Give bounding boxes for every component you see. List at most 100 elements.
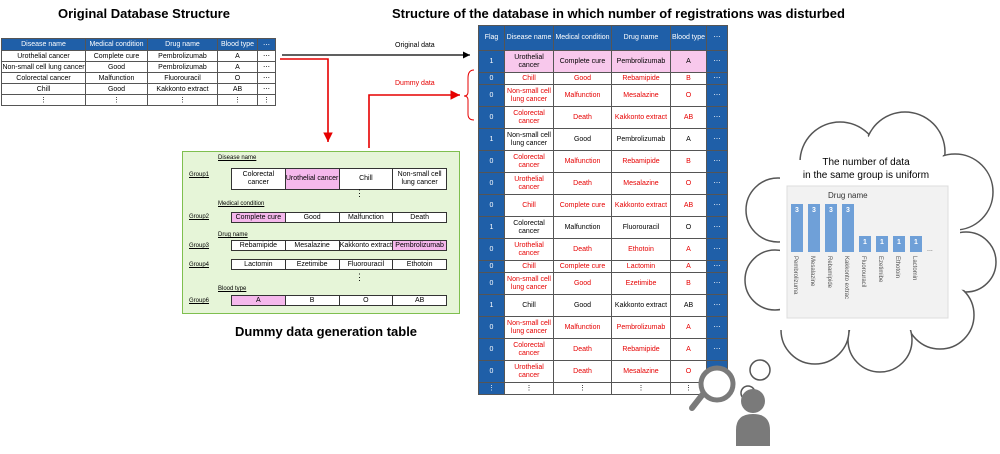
group-cell: Ezetimibe: [284, 259, 340, 270]
chart-ellipsis: ...: [927, 246, 933, 253]
x-tick-label: Kakkonto extrac: [843, 256, 849, 299]
table-cell: ⋯: [706, 84, 728, 107]
table-cell: ⋯: [257, 50, 276, 62]
table-cell: Complete cure: [553, 50, 612, 73]
table-row: ⋮⋮⋮⋮⋮: [1, 94, 276, 106]
table-cell: 1: [478, 128, 505, 151]
header-cell: Disease name: [1, 38, 86, 51]
table-cell: ⋮: [85, 94, 148, 106]
section-disease-label: Disease name: [218, 155, 257, 161]
original-title: Original Database Structure: [58, 6, 230, 21]
x-tick-label: Mesalazine: [809, 256, 815, 287]
vdots: ⋮: [355, 272, 364, 282]
group-cell: Kakkonto extract: [338, 240, 394, 251]
vdots: ⋮: [355, 188, 364, 198]
bar-data-label: 3: [829, 207, 833, 214]
table-cell: Pembrolizumab: [611, 50, 671, 73]
group-cell: Ethotoin: [392, 259, 447, 270]
chart-bar: [842, 204, 854, 252]
x-tick-label: Rebamipide: [826, 256, 832, 289]
group-cell: Lactomin: [231, 259, 286, 270]
group-cell: Fluorouracil: [338, 259, 394, 270]
bar-data-label: 1: [863, 239, 867, 246]
group-cell: Non-small cell lung cancer: [392, 168, 447, 190]
header-cell: Medical condition: [553, 25, 612, 51]
chart-title: Drug name: [828, 191, 868, 200]
table-cell: 0: [478, 338, 505, 361]
x-tick-label: Ezetimibe: [877, 256, 883, 283]
table-cell: 1: [478, 50, 505, 73]
x-tick-label: Lactomin: [911, 256, 917, 280]
header-cell: Drug name: [611, 25, 671, 51]
table-cell: 0: [478, 84, 505, 107]
header-cell: Drug name: [147, 38, 218, 51]
table-cell: ⋮: [478, 382, 505, 395]
table-cell: ⋮: [217, 94, 258, 106]
group-cell: Chill: [338, 168, 394, 190]
chart-bar: [791, 204, 803, 252]
group-cell: Malfunction: [338, 212, 394, 223]
group-label: Group4: [189, 262, 210, 268]
section-blood-label: Blood type: [218, 286, 247, 292]
group-cell: Urothelial cancer: [284, 168, 340, 190]
bar-data-label: 3: [795, 207, 799, 214]
table-cell: 0: [478, 316, 505, 339]
table-cell: ⋯: [706, 50, 728, 73]
header-cell: ⋯: [257, 38, 276, 51]
table-cell: ⋮: [257, 94, 276, 106]
group-cell: AB: [392, 295, 447, 306]
bar-data-label: 1: [914, 239, 918, 246]
dummy-data-label: Dummy data: [395, 80, 435, 87]
table-cell: Non-small cell lung cancer: [504, 84, 554, 107]
section-drug-label: Drug name: [218, 232, 248, 238]
bubble-line2: in the same group is uniform: [802, 170, 930, 181]
disturbed-title: Structure of the database in which numbe…: [392, 6, 845, 21]
group-cell: Death: [392, 212, 447, 223]
bar-data-label: 1: [897, 239, 901, 246]
x-tick-label: Pembrolizuma: [792, 256, 798, 295]
chart-bar: [808, 204, 820, 252]
table-cell: 0: [478, 150, 505, 173]
group-cell: Good: [284, 212, 340, 223]
group-label: Group3: [189, 243, 210, 249]
group-cell: Rebamipide: [231, 240, 286, 251]
chart-bar: [893, 236, 905, 252]
table-cell: ⋯: [706, 260, 728, 273]
table-cell: ⋯: [706, 150, 728, 173]
chart-bar: [859, 236, 871, 252]
dummy-table-title: Dummy data generation table: [235, 324, 418, 339]
header-cell: Medical condition: [85, 38, 148, 51]
group-cell: Mesalazine: [284, 240, 340, 251]
table-cell: 0: [478, 106, 505, 129]
table-cell: Pembrolizumab: [147, 61, 218, 73]
table-cell: 0: [478, 238, 505, 261]
header-cell: Blood type: [217, 38, 258, 51]
section-condition-label: Medical condition: [218, 201, 265, 207]
group-label: Group6: [189, 298, 210, 304]
table-cell: ⋯: [706, 338, 728, 361]
chart-bar: [876, 236, 888, 252]
chart-bar: [910, 236, 922, 252]
table-cell: ⋯: [706, 238, 728, 261]
table-cell: ⋯: [706, 106, 728, 129]
x-tick-label: Fluorouracil: [860, 256, 866, 287]
